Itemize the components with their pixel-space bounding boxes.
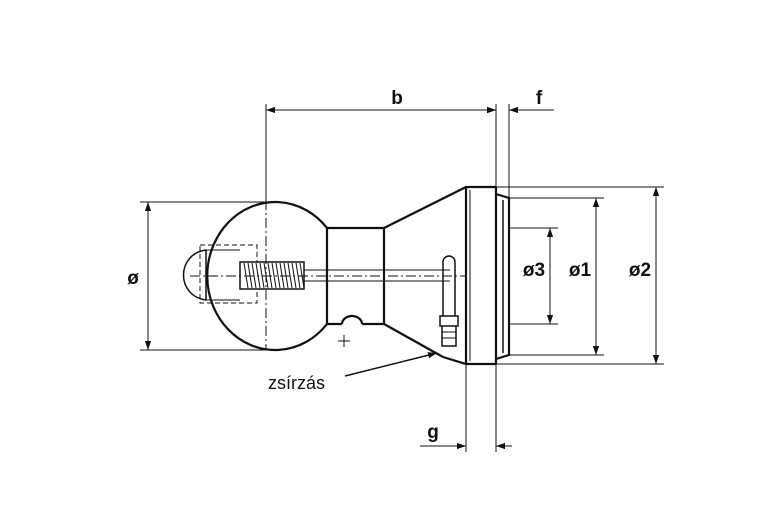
neck bbox=[325, 226, 386, 326]
thread-coil bbox=[275, 262, 281, 289]
label-d2: ø2 bbox=[629, 260, 651, 281]
label-g: g bbox=[427, 422, 439, 443]
dimension-d2: ø2 bbox=[496, 186, 664, 365]
grease-notch bbox=[340, 314, 364, 325]
internal-details bbox=[182, 244, 459, 347]
ball-head bbox=[206, 200, 328, 352]
hidden-bore bbox=[199, 244, 258, 304]
dimension-d1: ø1 bbox=[509, 197, 604, 356]
thread-coil bbox=[271, 262, 277, 289]
dimension-d3: ø3 bbox=[509, 227, 558, 325]
grease-nipple bbox=[439, 315, 459, 347]
flange bbox=[464, 187, 498, 364]
grease-callout: zsírzás bbox=[268, 352, 438, 393]
dimension-b: b bbox=[265, 88, 497, 200]
cone-body bbox=[383, 185, 496, 366]
center-mark bbox=[338, 335, 350, 347]
dimension-f: f bbox=[484, 88, 554, 198]
shank bbox=[495, 192, 511, 361]
label-b: b bbox=[391, 88, 403, 109]
dimension-g: g bbox=[420, 364, 512, 452]
ball-plug bbox=[182, 249, 207, 301]
label-d1: ø1 bbox=[569, 260, 592, 281]
label-grease: zsírzás bbox=[268, 373, 325, 393]
label-d3: ø3 bbox=[523, 260, 545, 281]
ball-stud-part bbox=[206, 185, 511, 366]
label-f: f bbox=[536, 88, 543, 109]
vertical-channel bbox=[442, 262, 456, 316]
label-d: ø bbox=[127, 268, 139, 289]
dimension-ball-diameter: ø bbox=[127, 201, 266, 351]
